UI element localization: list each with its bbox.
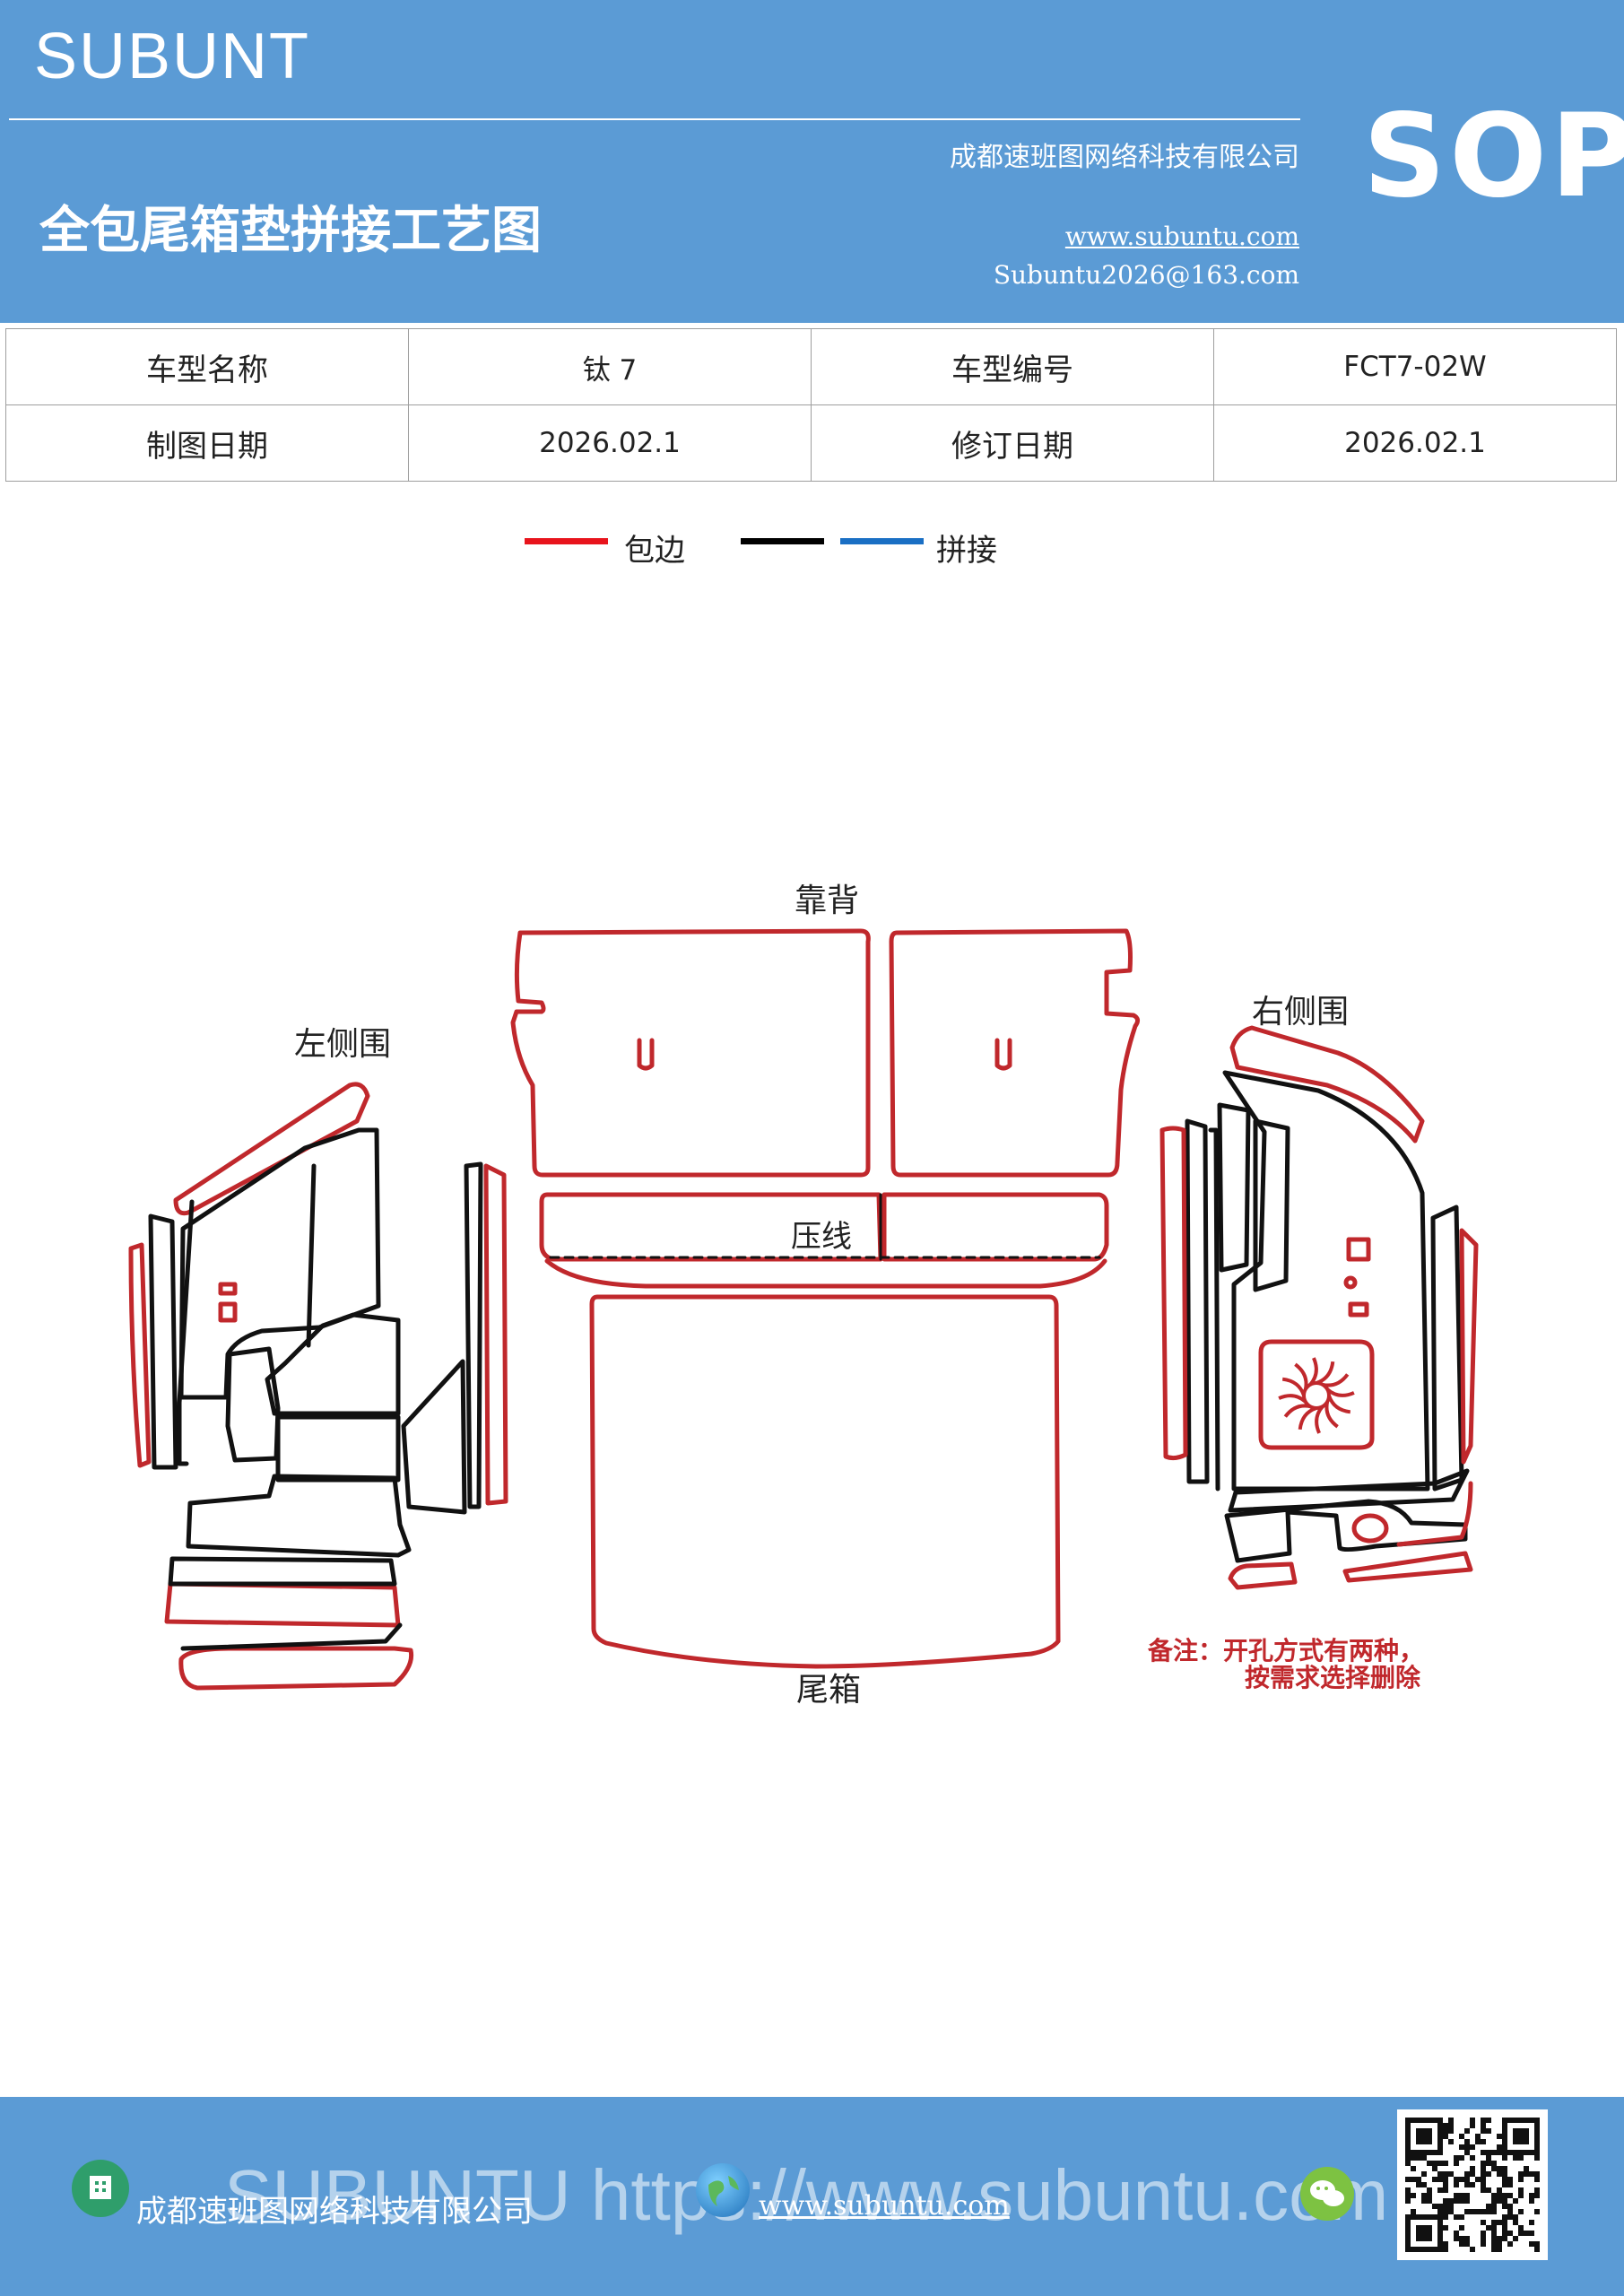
press-line-strip-right [881,1192,1109,1262]
wechat-icon [1300,2167,1354,2221]
table-row: 制图日期 2026.02.1 修订日期 2026.02.1 [5,404,1617,482]
value-revise-date: 2026.02.1 [1213,404,1617,482]
footer-company: 成都速班图网络科技有限公司 [136,2194,533,2230]
backrest-right-piece [889,928,1141,1178]
email-address: Subuntu2026@163.com [993,260,1299,290]
globe-icon [696,2163,750,2217]
legend: 包边 拼接 [0,526,1624,579]
sunburst-core [1302,1381,1331,1410]
value-model-name: 钛 7 [408,328,812,405]
slot-icon [637,1038,655,1071]
press-line-base [544,1258,1107,1289]
footer-website-link[interactable]: www.subuntu.com [759,2190,1010,2222]
sunburst-rays [1278,1357,1355,1434]
label-revise-date: 修订日期 [811,404,1214,482]
label-model-name: 车型名称 [5,328,409,405]
legend-swatch-seam [840,538,924,544]
header-banner: SUBUNT 成都速班图网络科技有限公司 全包尾箱垫拼接工艺图 www.subu… [0,0,1624,323]
legend-swatch-black [741,538,824,544]
company-name: 成都速班图网络科技有限公司 [950,142,1299,173]
left-side-trim-group [128,1082,508,1691]
brand-logo-text: SUBUNT [34,21,311,92]
vehicle-info-table: 车型名称 钛 7 车型编号 FCT7-02W 制图日期 2026.02.1 修订… [5,328,1617,482]
note-line-1: 备注：开孔方式有两种， [1147,1636,1424,1665]
label-left-side: 左侧围 [294,1026,391,1063]
website-link[interactable]: www.subuntu.com [1064,222,1299,251]
qr-modules [1405,2118,1540,2252]
value-draw-date: 2026.02.1 [408,404,812,482]
value-model-code: FCT7-02W [1213,328,1617,405]
legend-label-seam: 拼接 [936,533,997,569]
label-right-side: 右侧围 [1252,994,1349,1031]
slot-icon [994,1038,1012,1071]
fan-hole [1258,1339,1375,1450]
table-row: 车型名称 钛 7 车型编号 FCT7-02W [5,328,1617,405]
trunk-floor-piece [589,1294,1061,1669]
footer-banner: SUBUNTU https://www.subuntu.com 成都速班图网络科… [0,2097,1624,2296]
sunburst-icon [1278,1357,1355,1434]
header-divider [9,118,1300,120]
legend-label-edge: 包边 [624,533,685,569]
backrest-left-piece [510,928,871,1178]
sop-badge: SOP [1363,90,1624,223]
label-model-code: 车型编号 [811,328,1214,405]
label-draw-date: 制图日期 [5,404,409,482]
label-press-line: 压线 [791,1219,852,1255]
building-icon [72,2160,129,2217]
legend-swatch-edge [525,538,608,544]
label-trunk: 尾箱 [796,1672,861,1709]
press-line-strip-left [539,1192,883,1262]
footer-watermark: SUBUNTU https://www.subuntu.com [224,2155,1389,2235]
label-backrest: 靠背 [795,883,859,919]
note-line-2: 按需求选择删除 [1245,1663,1421,1692]
document-title: 全包尾箱垫拼接工艺图 [39,202,542,260]
right-side-trim-group [1159,1025,1479,1590]
qr-code [1397,2109,1548,2260]
mat-cutting-diagram: 靠背 左侧围 右侧围 压线 尾箱 备注：开孔方式有两种， 按需求选择删除 [128,883,1479,1709]
